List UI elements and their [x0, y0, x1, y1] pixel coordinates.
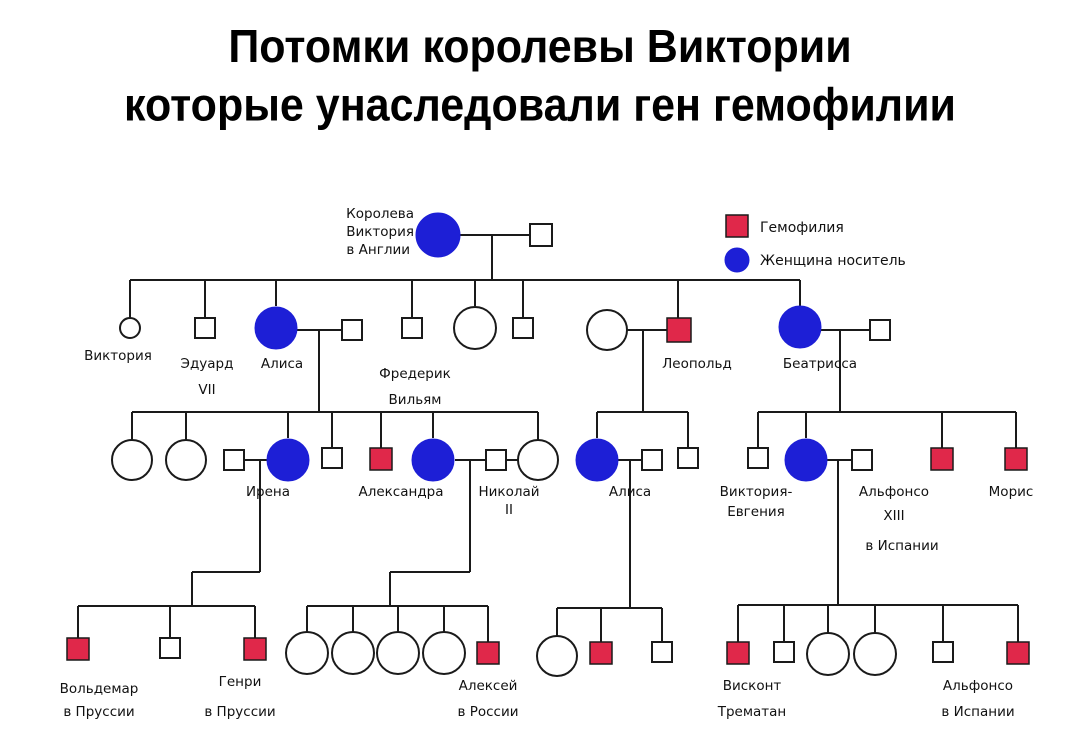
- alisa-husband-male-symbol: [341, 319, 363, 341]
- alfonso-xiii-male-symbol: [851, 449, 873, 471]
- legend-hemophilia-label: Гемофилия: [760, 220, 844, 236]
- label-genri-1: Генри: [219, 674, 262, 690]
- son-2-male-symbol: [512, 317, 534, 339]
- label-irena: Ирена: [246, 484, 290, 500]
- alfonso-spain-hemophilia-symbol: [1006, 641, 1030, 665]
- page-title: Потомки королевы Виктории которые унасле…: [0, 18, 1080, 135]
- title-line-1: Потомки королевы Виктории: [228, 20, 852, 73]
- label-queen-2: Виктория: [346, 224, 414, 240]
- tatiana-female-symbol: [331, 631, 375, 675]
- irena-husband-male-symbol: [223, 449, 245, 471]
- queen-victoria-carrier-symbol: [415, 212, 461, 258]
- label-genri-2: в Пруссии: [204, 704, 275, 720]
- irena-son-male-symbol: [159, 637, 181, 659]
- label-nikolay-1: Николай: [478, 484, 539, 500]
- label-aleksandra: Александра: [358, 484, 443, 500]
- legend-hemophilia-swatch: [725, 214, 749, 238]
- legend: Гемофилия Женщина носитель: [724, 214, 906, 273]
- viktoria-evgenia-carrier-symbol: [784, 438, 828, 482]
- prince-albert-male-symbol: [529, 223, 553, 247]
- beatrissa-carrier-symbol: [778, 305, 822, 349]
- label-queen-3: в Англии: [346, 242, 410, 258]
- label-alfonso13-2: XIII: [883, 508, 904, 524]
- leopold-son-male-symbol: [677, 447, 699, 469]
- legend-carrier-swatch: [724, 247, 750, 273]
- anastasia-female-symbol: [422, 631, 466, 675]
- vikt-evgenia-daughter-2-female-symbol: [853, 632, 897, 676]
- label-leopold: Леопольд: [662, 356, 732, 372]
- vikt-evgenia-son-male-symbol: [773, 641, 795, 663]
- label-alfonso13-1: Альфонсо: [859, 484, 929, 500]
- olga-female-symbol: [285, 631, 329, 675]
- alisa2-husband-male-symbol: [641, 449, 663, 471]
- alisa-daughter-1-female-symbol: [111, 439, 153, 481]
- label-vikt-evgenia-1: Виктория-: [720, 484, 793, 500]
- label-beatrissa: Беатрисса: [783, 356, 857, 372]
- alisa2-carrier-symbol: [575, 438, 619, 482]
- victoria-female-symbol: [119, 317, 141, 339]
- viskont-hemophilia-symbol: [726, 641, 750, 665]
- label-moris: Морис: [989, 484, 1034, 500]
- nikolay-male-symbol: [485, 449, 507, 471]
- beatrissa-husband-male-symbol: [869, 319, 891, 341]
- label-frederik-1: Фредерик: [379, 366, 451, 382]
- pedigree-symbols: [66, 212, 1030, 677]
- label-alisa2: Алиса: [609, 484, 651, 500]
- label-alfonso-sp-1: Альфонсо: [943, 678, 1013, 694]
- eduard-male-symbol: [194, 317, 216, 339]
- vikt-evgenia-son-2-male-symbol: [932, 641, 954, 663]
- leopold-hemophilia-symbol: [666, 317, 692, 343]
- beatrissa-son-hemophilia-symbol: [930, 447, 954, 471]
- irena-carrier-symbol: [266, 438, 310, 482]
- alisa-carrier-symbol: [254, 306, 298, 350]
- aleksey-hemophilia-symbol: [476, 641, 500, 665]
- alisa2-son-hemophilia-symbol: [589, 641, 613, 665]
- label-alfonso13-3: в Испании: [865, 538, 938, 554]
- label-alfonso-sp-2: в Испании: [941, 704, 1014, 720]
- daughter-female-symbol: [453, 306, 497, 350]
- alisa-son-hemophilia-symbol: [369, 447, 393, 471]
- alisa2-daughter-female-symbol: [536, 635, 578, 677]
- label-aleksey-2: в России: [457, 704, 518, 720]
- label-viskont-2: Трематан: [717, 704, 787, 720]
- title-line-2: которые унаследовали ген гемофилии: [124, 79, 956, 132]
- label-eduard-2: VII: [198, 382, 215, 398]
- voldemar-hemophilia-symbol: [66, 637, 90, 661]
- beatrissa-son-male-symbol: [747, 447, 769, 469]
- label-alisa1: Алиса: [261, 356, 303, 372]
- pedigree-labels: Королева Виктория в Англии Виктория Эдуа…: [60, 206, 1034, 720]
- alisa-son-male-symbol: [321, 447, 343, 469]
- maria-female-symbol: [376, 631, 420, 675]
- vikt-evgenia-daughter-1-female-symbol: [806, 632, 850, 676]
- moris-hemophilia-symbol: [1004, 447, 1028, 471]
- label-queen-1: Королева: [346, 206, 414, 222]
- label-eduard-1: Эдуард: [181, 356, 234, 372]
- alisa-daughter-3-female-symbol: [517, 439, 559, 481]
- aleksandra-carrier-symbol: [411, 438, 455, 482]
- label-viktoria: Виктория: [84, 348, 152, 364]
- alisa2-son-2-male-symbol: [651, 641, 673, 663]
- label-voldemar-1: Вольдемар: [60, 681, 139, 697]
- label-viskont-1: Висконт: [723, 678, 782, 694]
- label-frederik-2: Вильям: [389, 392, 442, 408]
- leopold-wife-female-symbol: [586, 309, 628, 351]
- label-vikt-evgenia-2: Евгения: [727, 504, 785, 520]
- legend-carrier-label: Женщина носитель: [760, 253, 906, 269]
- genri-hemophilia-symbol: [243, 637, 267, 661]
- label-voldemar-2: в Пруссии: [63, 704, 134, 720]
- son-male-symbol: [401, 317, 423, 339]
- alisa-daughter-2-female-symbol: [165, 439, 207, 481]
- label-aleksey-1: Алексей: [459, 678, 518, 694]
- label-nikolay-2: II: [505, 502, 513, 518]
- pedigree-lines: [77, 234, 1019, 642]
